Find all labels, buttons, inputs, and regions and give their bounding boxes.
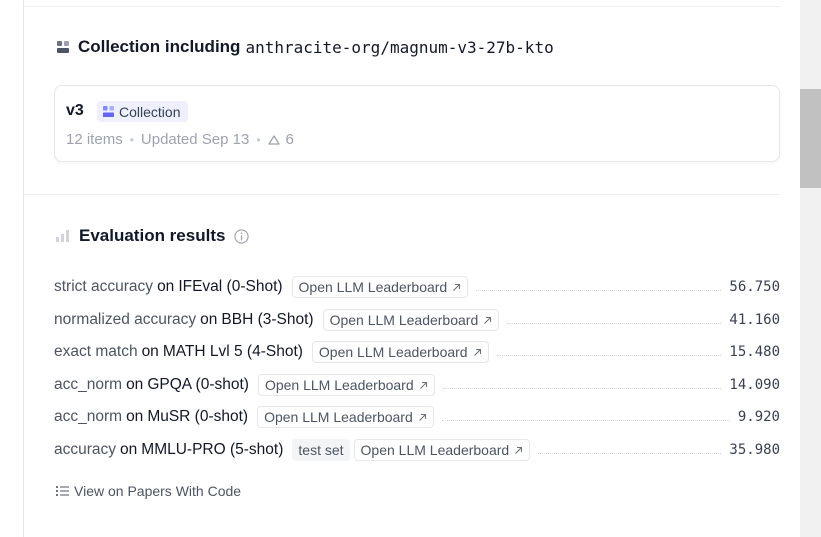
leaderboard-link[interactable]: Open LLM Leaderboard	[291, 276, 469, 298]
collection-updated: Updated Sep 13	[140, 131, 250, 148]
leaderboard-link-label: Open LLM Leaderboard	[298, 279, 448, 295]
leaderboard-link-label: Open LLM Leaderboard	[360, 442, 510, 458]
evaluation-row: accuracy on MMLU-PRO (5-shot) test set O…	[54, 439, 780, 461]
external-link-icon	[484, 316, 492, 324]
papers-with-code-label: View on Papers With Code	[74, 483, 242, 499]
collection-upvotes: 6	[285, 131, 294, 148]
collection-item-count: 12 items	[66, 131, 123, 148]
leaderboard-link[interactable]: Open LLM Leaderboard	[311, 341, 489, 363]
dataset-name: MATH Lvl 5 (4-Shot)	[162, 343, 303, 360]
meta-separator: •	[256, 132, 261, 147]
content-left-border	[23, 0, 24, 537]
leaderboard-link[interactable]: Open LLM Leaderboard	[257, 374, 435, 396]
dotted-leader	[442, 387, 722, 389]
score-value: 41.160	[729, 312, 780, 328]
collection-icon	[103, 106, 114, 117]
on-word: on	[126, 376, 144, 393]
upvote-icon	[267, 134, 280, 145]
dataset-name: GPQA (0-shot)	[147, 376, 249, 393]
leaderboard-link-label: Open LLM Leaderboard	[264, 377, 414, 393]
dotted-leader	[476, 289, 722, 291]
score-value: 35.980	[729, 442, 780, 458]
external-link-icon	[473, 348, 481, 356]
external-link-icon	[515, 446, 523, 454]
collection-badge: Collection	[97, 101, 189, 122]
collection-repo-name[interactable]: anthracite-org/magnum-v3-27b-kto	[245, 37, 554, 57]
collection-card-name[interactable]: v3	[66, 102, 84, 119]
dotted-leader	[538, 452, 722, 454]
dataset-name: BBH (3-Shot)	[221, 311, 314, 328]
evaluation-row: exact match on MATH Lvl 5 (4-Shot) Open …	[54, 341, 780, 363]
dataset-name: MuSR (0-shot)	[147, 408, 249, 425]
leaderboard-link-label: Open LLM Leaderboard	[318, 344, 468, 360]
on-word: on	[120, 441, 138, 458]
collection-icon	[57, 41, 69, 53]
score-value: 56.750	[729, 279, 780, 295]
leaderboard-link[interactable]: Open LLM Leaderboard	[257, 406, 434, 428]
on-word: on	[141, 343, 159, 360]
evaluation-heading-label: Evaluation results	[79, 226, 226, 245]
evaluation-heading: Evaluation results	[56, 226, 250, 246]
on-word: on	[126, 408, 144, 425]
scrollbar-track[interactable]	[800, 0, 821, 537]
metric-name: strict accuracy	[54, 278, 154, 295]
section-divider	[23, 194, 780, 195]
bar-chart-icon	[56, 230, 69, 242]
on-word: on	[157, 278, 175, 295]
collection-heading: Collection including anthracite-org/magn…	[57, 36, 554, 58]
collection-card-meta: 12 items • Updated Sep 13 • 6	[66, 131, 294, 148]
dotted-leader	[507, 322, 722, 324]
section-top-border	[23, 6, 780, 7]
score-value: 15.480	[729, 344, 780, 360]
score-value: 14.090	[729, 377, 780, 393]
external-link-icon	[453, 283, 461, 291]
scrollbar-thumb[interactable]	[800, 89, 821, 188]
leaderboard-link-label: Open LLM Leaderboard	[329, 312, 479, 328]
dotted-leader	[496, 354, 722, 356]
metric-name: normalized accuracy	[54, 311, 197, 328]
collection-heading-label: Collection including	[78, 37, 241, 56]
metric-name: acc_norm	[54, 376, 123, 393]
metric-name: acc_norm	[54, 408, 123, 425]
leaderboard-link[interactable]: Open LLM Leaderboard	[322, 309, 500, 331]
metric-name: accuracy	[54, 441, 117, 458]
evaluation-row: acc_norm on MuSR (0-shot) Open LLM Leade…	[54, 406, 780, 428]
metric-name: exact match	[54, 343, 138, 360]
list-icon	[56, 486, 69, 496]
dataset-name: IFEval (0-Shot)	[178, 278, 283, 295]
external-link-icon	[418, 413, 426, 421]
papers-with-code-link[interactable]: View on Papers With Code	[56, 483, 241, 499]
meta-separator: •	[129, 132, 134, 147]
on-word: on	[200, 311, 218, 328]
evaluation-row: normalized accuracy on BBH (3-Shot) Open…	[54, 309, 780, 331]
score-value: 9.920	[737, 409, 780, 425]
info-icon[interactable]	[234, 228, 250, 244]
dataset-name: MMLU-PRO (5-shot)	[141, 441, 284, 458]
collection-card[interactable]: v3 Collection 12 items • Updated Sep 13 …	[54, 85, 780, 162]
external-link-icon	[419, 381, 427, 389]
leaderboard-link[interactable]: Open LLM Leaderboard	[353, 439, 531, 461]
collection-badge-label: Collection	[119, 103, 181, 120]
leaderboard-link-label: Open LLM Leaderboard	[264, 409, 413, 425]
evaluation-row: strict accuracy on IFEval (0-Shot) Open …	[54, 276, 780, 298]
dotted-leader	[441, 419, 730, 421]
test-set-badge: test set	[292, 439, 350, 461]
evaluation-row: acc_norm on GPQA (0-shot) Open LLM Leade…	[54, 374, 780, 396]
